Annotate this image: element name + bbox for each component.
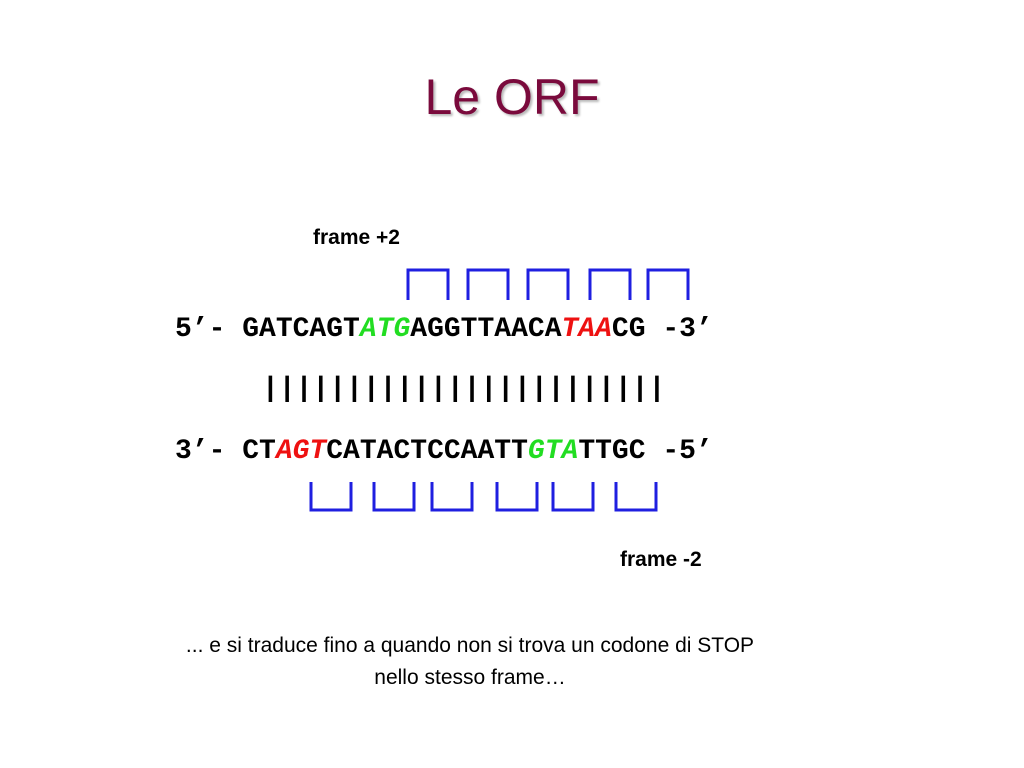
top-strand-post: CG bbox=[611, 314, 646, 345]
bottom-start-codon: GTA bbox=[527, 436, 579, 467]
page-title: Le ORF bbox=[424, 69, 600, 125]
top-strand-mid: AGGTTAACA bbox=[410, 314, 562, 345]
base-pair-bonds: |||||||||||||||||||||||| bbox=[262, 374, 666, 405]
top-bracket-2 bbox=[466, 268, 510, 300]
bottom-strand-prefix: 3’- bbox=[175, 436, 243, 467]
bottom-frame-brackets bbox=[309, 482, 658, 512]
top-strand-pre: GATCAGT bbox=[242, 314, 360, 345]
caption-line-2: nello stesso frame… bbox=[374, 666, 566, 689]
bottom-bracket-1 bbox=[309, 482, 353, 512]
top-strand-suffix: -3’ bbox=[645, 314, 713, 345]
bottom-bracket-5 bbox=[551, 482, 595, 512]
frame-minus-2-label: frame -2 bbox=[620, 548, 702, 571]
top-bracket-3 bbox=[526, 268, 570, 300]
top-stop-codon: TAA bbox=[561, 314, 612, 345]
top-bracket-5 bbox=[646, 268, 690, 300]
bottom-strand-post: TTGC bbox=[578, 436, 646, 467]
top-bracket-1 bbox=[406, 268, 450, 300]
top-start-codon: ATG bbox=[359, 314, 411, 345]
bottom-strand-sequence: 3’- CTAGTCATACTCCAATTGTATTGC -5’ bbox=[175, 438, 713, 466]
caption-line-1: ... e si traduce fino a quando non si tr… bbox=[185, 634, 755, 657]
caption: ... e si traduce fino a quando non si tr… bbox=[0, 630, 940, 694]
bottom-bracket-6 bbox=[614, 482, 658, 512]
top-bracket-4 bbox=[588, 268, 632, 300]
bottom-strand-suffix: -5’ bbox=[645, 436, 713, 467]
top-strand-prefix: 5’- bbox=[175, 314, 243, 345]
bottom-bracket-4 bbox=[495, 482, 539, 512]
top-strand-sequence: 5’- GATCAGTATGAGGTTAACATAACG -3’ bbox=[175, 316, 713, 344]
bottom-bracket-3 bbox=[430, 482, 474, 512]
bottom-strand-pre: CT bbox=[242, 436, 276, 467]
bottom-stop-codon: AGT bbox=[275, 436, 327, 467]
bottom-strand-mid: CATACTCCAATT bbox=[326, 436, 528, 467]
top-frame-brackets bbox=[406, 268, 690, 300]
frame-plus-2-label: frame +2 bbox=[313, 226, 400, 249]
bottom-bracket-2 bbox=[372, 482, 416, 512]
